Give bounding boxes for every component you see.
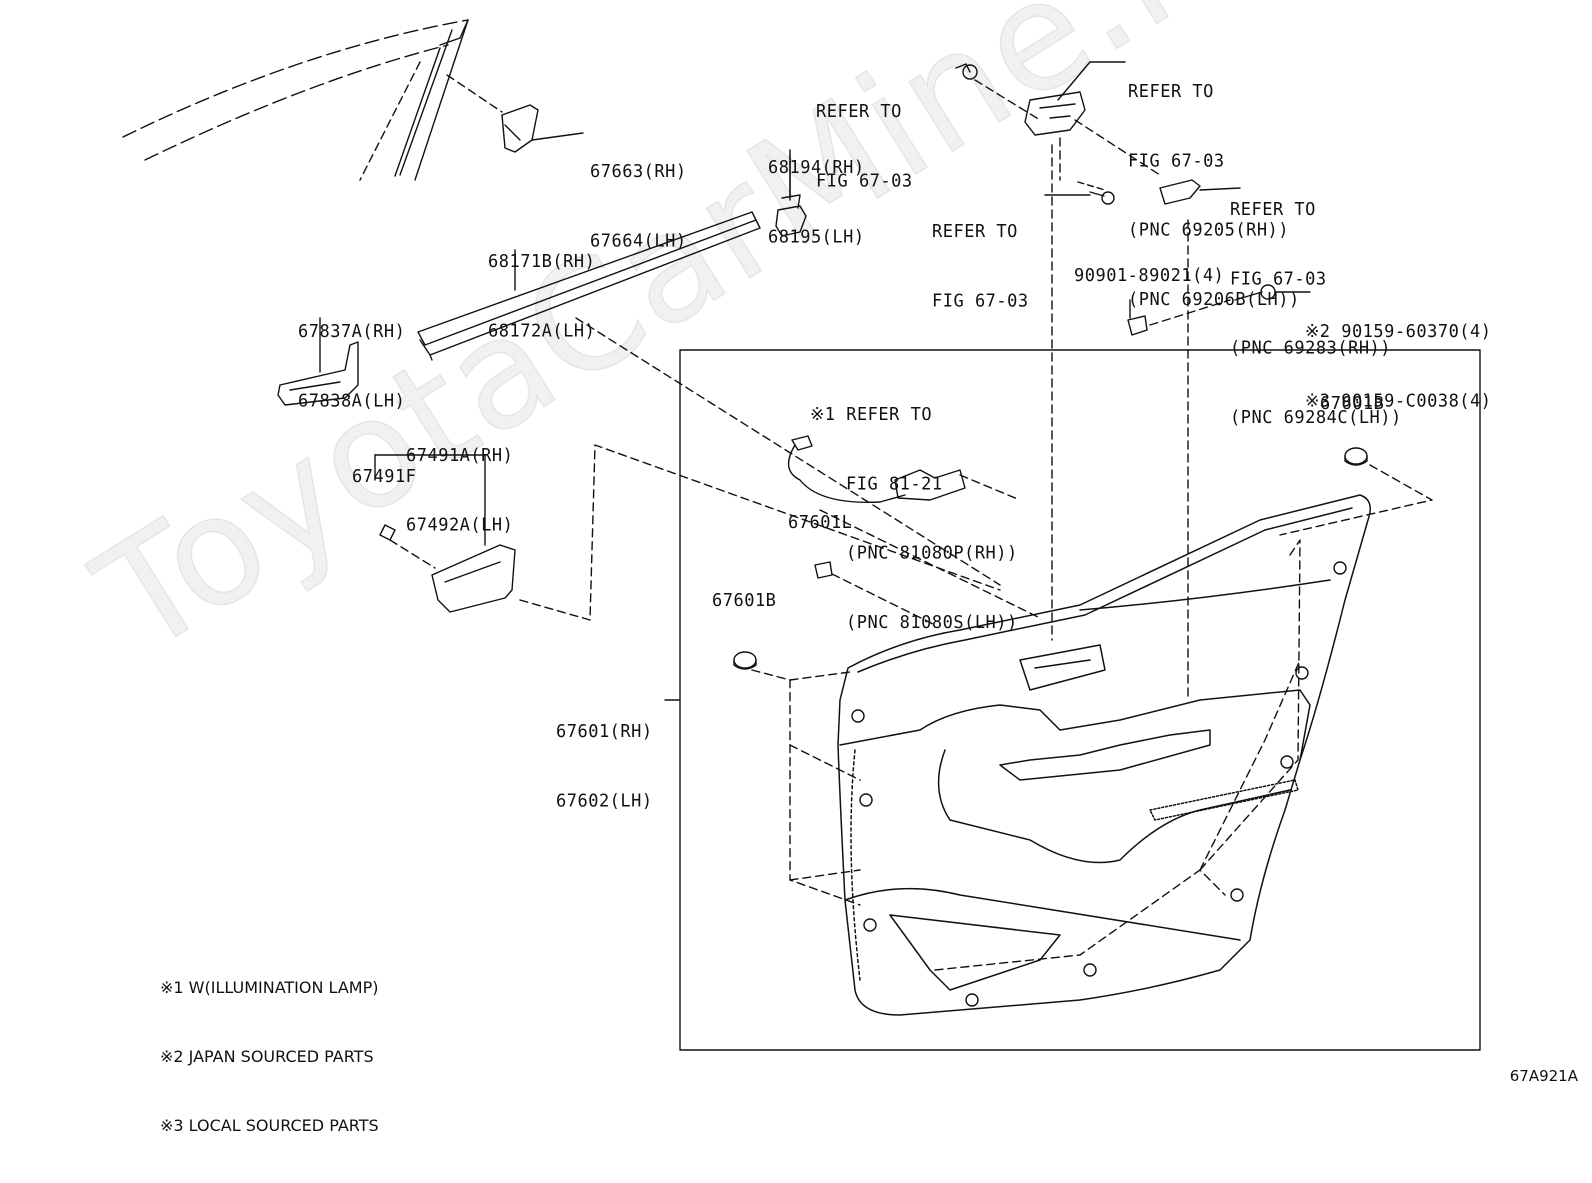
label-refer-clip-line2: FIG 67-03 [816,170,913,192]
refer-clip-part [955,63,1041,121]
diagram-drawing [122,19,1481,1051]
switch-cover-part [1159,179,1241,205]
label-refer-handle-line2: FIG 67-03 [1128,150,1225,172]
footnotes: ※1 W(ILLUMINATION LAMP) ※2 JAPAN SOURCED… [160,930,379,1183]
label-refer-lamp-line2: FIG 81-21 [846,473,943,495]
corner-cover-part [446,74,584,153]
label-67837: 67837A(RH) 67838A(LH) [298,274,405,459]
inside-handle-part [1024,61,1161,181]
label-68194-rh: 68194(RH) [768,157,865,179]
parts-diagram: ToyotaCarMine.ru [69,0,1578,1135]
label-90901: 90901-89021(4) [1074,265,1225,287]
pull-handle-part [374,444,1001,621]
label-refer-lamp-line3: (PNC 81080P(RH)) [846,542,1018,564]
label-refer-lamp-line4: (PNC 81080S(LH)) [846,612,1018,634]
label-90159-local: ※3 90159-C0038(4) [1305,390,1492,412]
label-refer-lamp-line1: ※1 REFER TO [810,404,933,426]
label-68171: 68171B(RH) 68172A(LH) [488,204,595,389]
handle-bracket-part [277,317,359,406]
door-frame-outline [122,19,469,181]
footnote-1: ※1 W(ILLUMINATION LAMP) [160,978,379,997]
panel-fastener-lines [751,539,1301,971]
label-67601b-left: 67601B [712,590,777,612]
label-67663-rh: 67663(RH) [590,161,687,183]
label-refer-screw-line2: FIG 67-03 [932,290,1029,312]
label-67492a-lh: 67492A(LH) [406,514,514,536]
label-68195-lh: 68195(LH) [768,226,865,248]
label-67837a-rh: 67837A(RH) [298,321,406,343]
label-68171b-rh: 68171B(RH) [488,251,596,273]
screw-part [1044,181,1115,205]
label-refer-clip-line1: REFER TO [816,101,902,123]
label-67491a: 67491A(RH) 67492A(LH) [406,398,513,583]
label-refer-cover-line4: (PNC 69284C(LH)) [1230,407,1402,429]
label-refer-handle-line4: (PNC 69206B(LH)) [1128,289,1300,311]
label-refer-screw-line1: REFER TO [932,221,1018,243]
clip-and-screw-parts [1051,144,1311,701]
label-refer-lamp: ※1 REFER TO FIG 81-21 (PNC 81080P(RH)) (… [810,357,1018,680]
label-67601b-right: 67601B [1320,393,1385,415]
clip-parts-67601B [733,447,1433,670]
footnote-2: ※2 JAPAN SOURCED PARTS [160,1047,374,1066]
label-68194: 68194(RH) 68195(LH) [768,110,865,295]
label-67491a-rh: 67491A(RH) [406,445,514,467]
label-90159: ※2 90159-60370(4) ※3 90159-C0038(4) [1305,274,1492,459]
label-67663: 67663(RH) 67664(LH) [590,114,687,299]
label-67601-rh: 67601(RH) [556,721,653,743]
label-67602-lh: 67602(LH) [556,790,653,812]
label-67601: 67601(RH) 67602(LH) [556,674,653,859]
label-refer-cover-line3: (PNC 69283(RH)) [1230,337,1392,359]
door-trim-panel [837,494,1371,1016]
label-refer-cover: REFER TO FIG 67-03 (PNC 69283(RH)) (PNC … [1230,152,1402,475]
label-68172a-lh: 68172A(LH) [488,320,596,342]
label-refer-cover-line1: REFER TO [1230,199,1316,221]
label-67601l: 67601L [788,512,853,534]
label-67664-lh: 67664(LH) [590,230,687,252]
label-refer-clip: REFER TO FIG 67-03 [816,54,913,239]
label-67838a-lh: 67838A(LH) [298,390,406,412]
label-90159-japan: ※2 90159-60370(4) [1305,321,1492,343]
label-refer-cover-line2: FIG 67-03 [1230,268,1327,290]
label-refer-handle: REFER TO FIG 67-03 (PNC 69205(RH)) (PNC … [1128,34,1300,357]
label-refer-handle-line3: (PNC 69205(RH)) [1128,219,1290,241]
footnote-3: ※3 LOCAL SOURCED PARTS [160,1116,379,1135]
figure-id: 67A921A [1509,1067,1578,1085]
belt-moulding-part [417,211,1001,586]
label-67491f: 67491F [352,466,417,488]
label-refer-screw: REFER TO FIG 67-03 [932,174,1029,359]
label-refer-handle-line1: REFER TO [1128,81,1214,103]
clip-part-67601L [814,561,936,626]
illumination-lamp-part [787,435,1041,619]
panel-fastener-points [851,561,1347,1007]
